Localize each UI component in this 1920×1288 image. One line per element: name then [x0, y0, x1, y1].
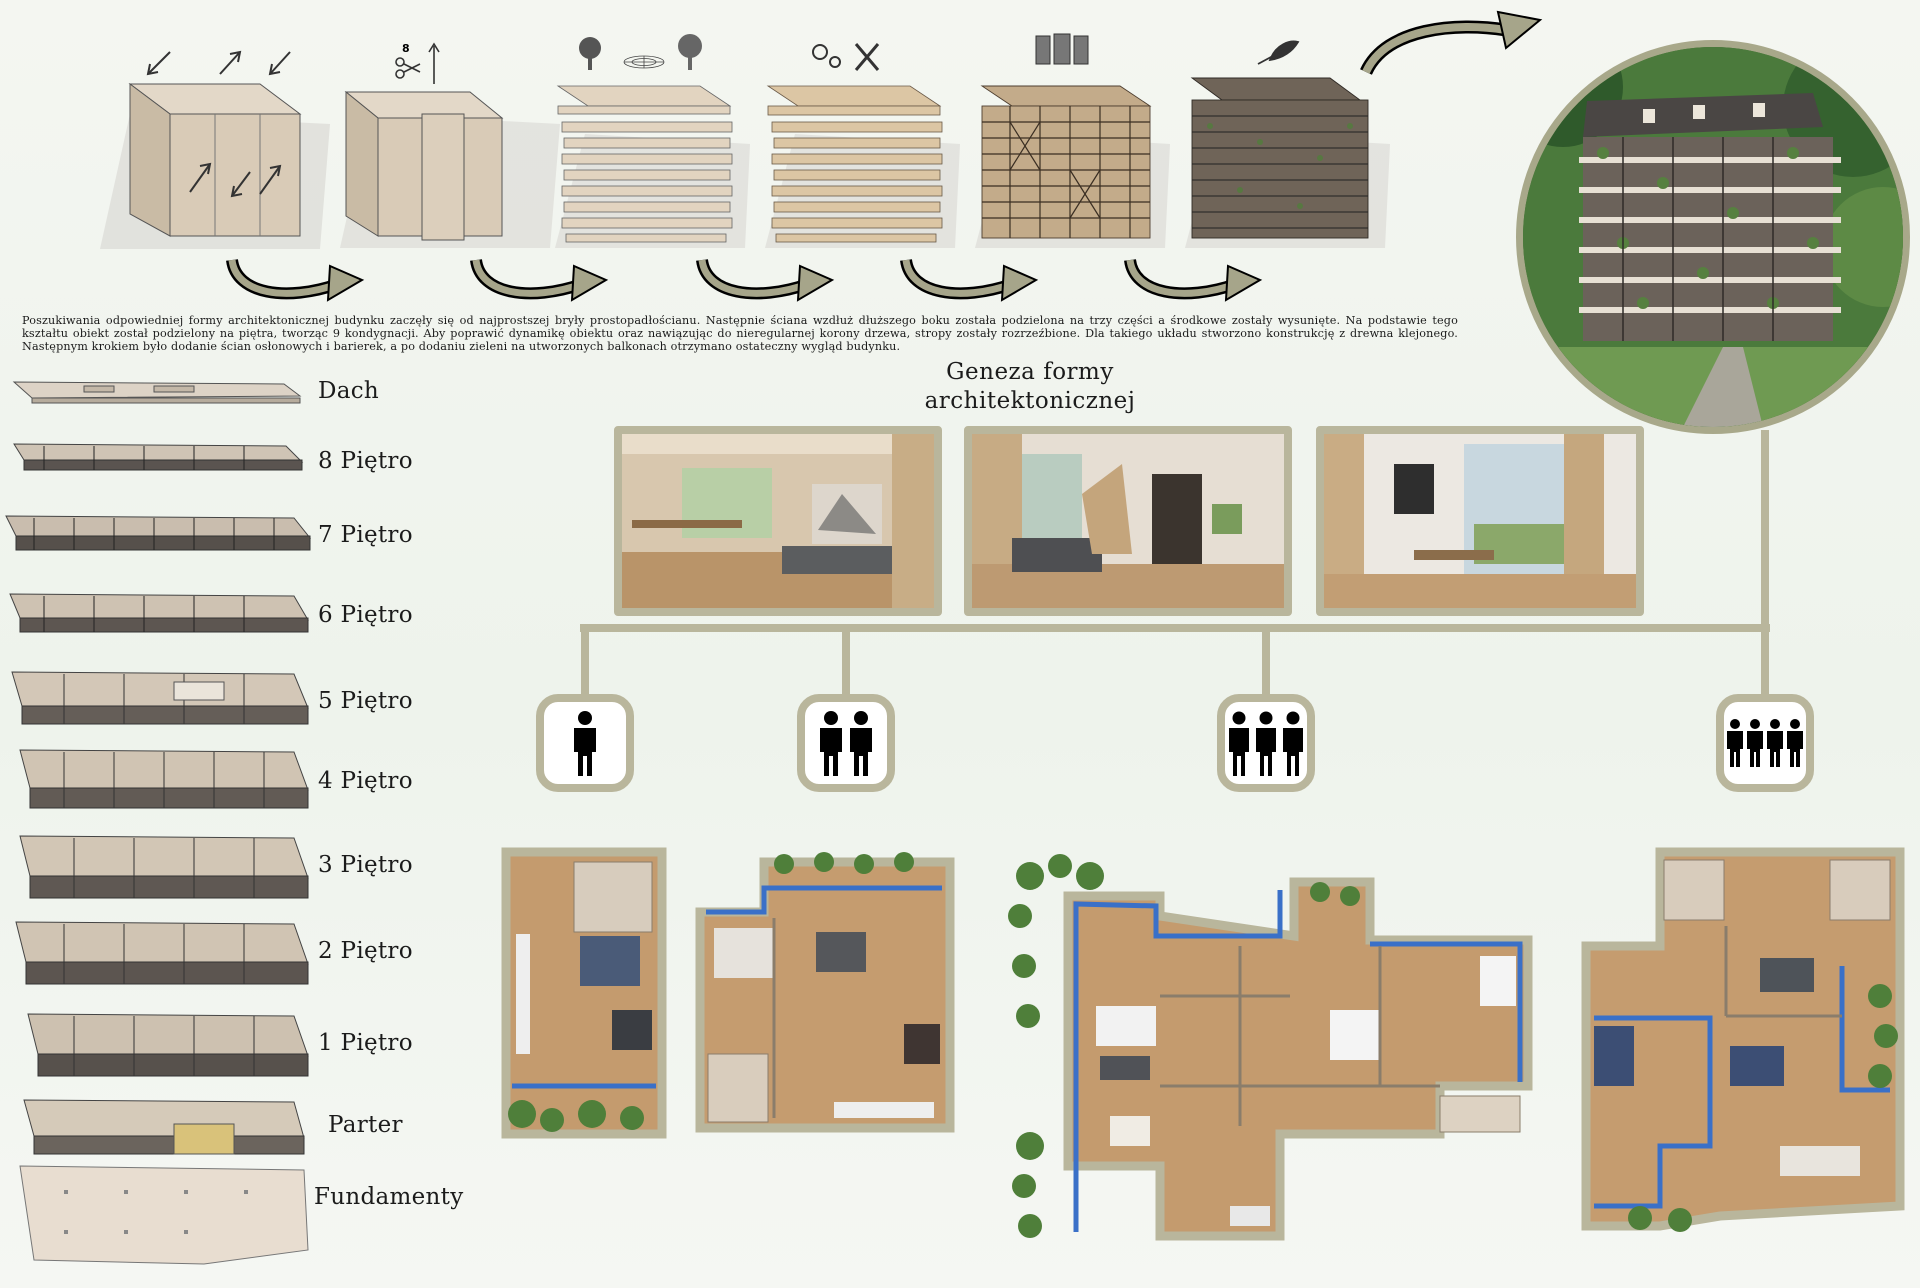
split-step-label: 8 — [402, 42, 410, 55]
floor-1 — [4, 1006, 314, 1086]
occupancy-1-badge — [536, 694, 634, 792]
connector-drop-3 — [1262, 624, 1270, 694]
arrow-icon — [696, 248, 836, 310]
gears-icon — [812, 44, 841, 68]
sun-radial-icon — [623, 55, 665, 69]
floor-8 — [4, 438, 304, 476]
floor-ground — [4, 1094, 314, 1164]
occupancy-2-badge — [797, 694, 895, 792]
apartment-plan-1 — [501, 847, 667, 1148]
connector-horizontal — [580, 624, 1770, 632]
floor-foundation — [4, 1160, 314, 1270]
arrow-icon — [146, 50, 291, 198]
floor-label-foundation: Fundamenty — [314, 1184, 464, 1210]
floor-label-3: 3 Piętro — [318, 852, 413, 878]
connector-drop-4 — [1761, 624, 1769, 694]
floor-label-roof: Dach — [318, 378, 380, 404]
stage-2-split: 8 — [330, 34, 560, 254]
floor-label-5: 5 Piętro — [318, 688, 413, 714]
floor-label-2: 2 Piętro — [318, 938, 413, 964]
arrow-icon — [900, 248, 1040, 310]
person-icon — [1229, 711, 1303, 776]
floor-4 — [4, 742, 314, 818]
apartment-plan-3 — [1000, 846, 1540, 1246]
floor-label-7: 7 Piętro — [318, 522, 413, 548]
connector-to-circle — [1761, 430, 1769, 630]
leaf-icon — [1257, 40, 1300, 65]
arrow-icon — [226, 248, 366, 310]
floor-7 — [4, 508, 314, 558]
final-building-render — [1516, 40, 1910, 434]
arrow-icon — [470, 248, 610, 310]
stage-3-floors — [550, 34, 750, 254]
floor-6 — [4, 588, 314, 642]
connector-drop-1 — [581, 624, 589, 694]
arrow-icon — [1356, 8, 1546, 88]
stage-5-facade — [970, 30, 1170, 254]
interior-render-2 — [964, 426, 1292, 616]
description-text: Poszukiwania odpowiedniej formy architek… — [22, 314, 1458, 353]
floor-label-4: 4 Piętro — [318, 768, 413, 794]
apartment-plan-4 — [1580, 846, 1910, 1236]
apartment-plan-2 — [694, 848, 958, 1140]
floor-2 — [4, 914, 314, 994]
occupancy-3-badge — [1217, 694, 1315, 792]
genesis-title: Geneza formy architektonicznej — [924, 359, 1136, 414]
building — [1579, 93, 1841, 341]
stage-1-box — [90, 44, 330, 254]
occupancy-4-badge — [1716, 694, 1814, 792]
person-icon — [820, 711, 872, 776]
interior-render-1 — [614, 426, 942, 616]
scissors-icon — [395, 57, 421, 79]
floor-roof — [4, 378, 304, 408]
floor-label-ground: Parter — [328, 1112, 403, 1138]
interior-render-3 — [1316, 426, 1644, 616]
floor-label-8: 8 Piętro — [318, 448, 413, 474]
floor-label-6: 6 Piętro — [318, 602, 413, 628]
tools-icon — [854, 43, 880, 71]
stage-4-structure — [760, 34, 960, 254]
connector-drop-2 — [842, 624, 850, 694]
floor-label-1: 1 Piętro — [318, 1030, 413, 1056]
tree-icon — [678, 34, 702, 70]
arrow-icon — [1124, 248, 1264, 310]
floor-5 — [4, 664, 314, 734]
person-icon — [1727, 719, 1803, 767]
floor-3 — [4, 828, 314, 908]
person-icon — [574, 711, 596, 776]
stage-6-green — [1180, 30, 1390, 254]
tree-icon — [579, 37, 601, 70]
panels-icon — [1035, 33, 1089, 65]
arrow-icon — [428, 42, 440, 84]
